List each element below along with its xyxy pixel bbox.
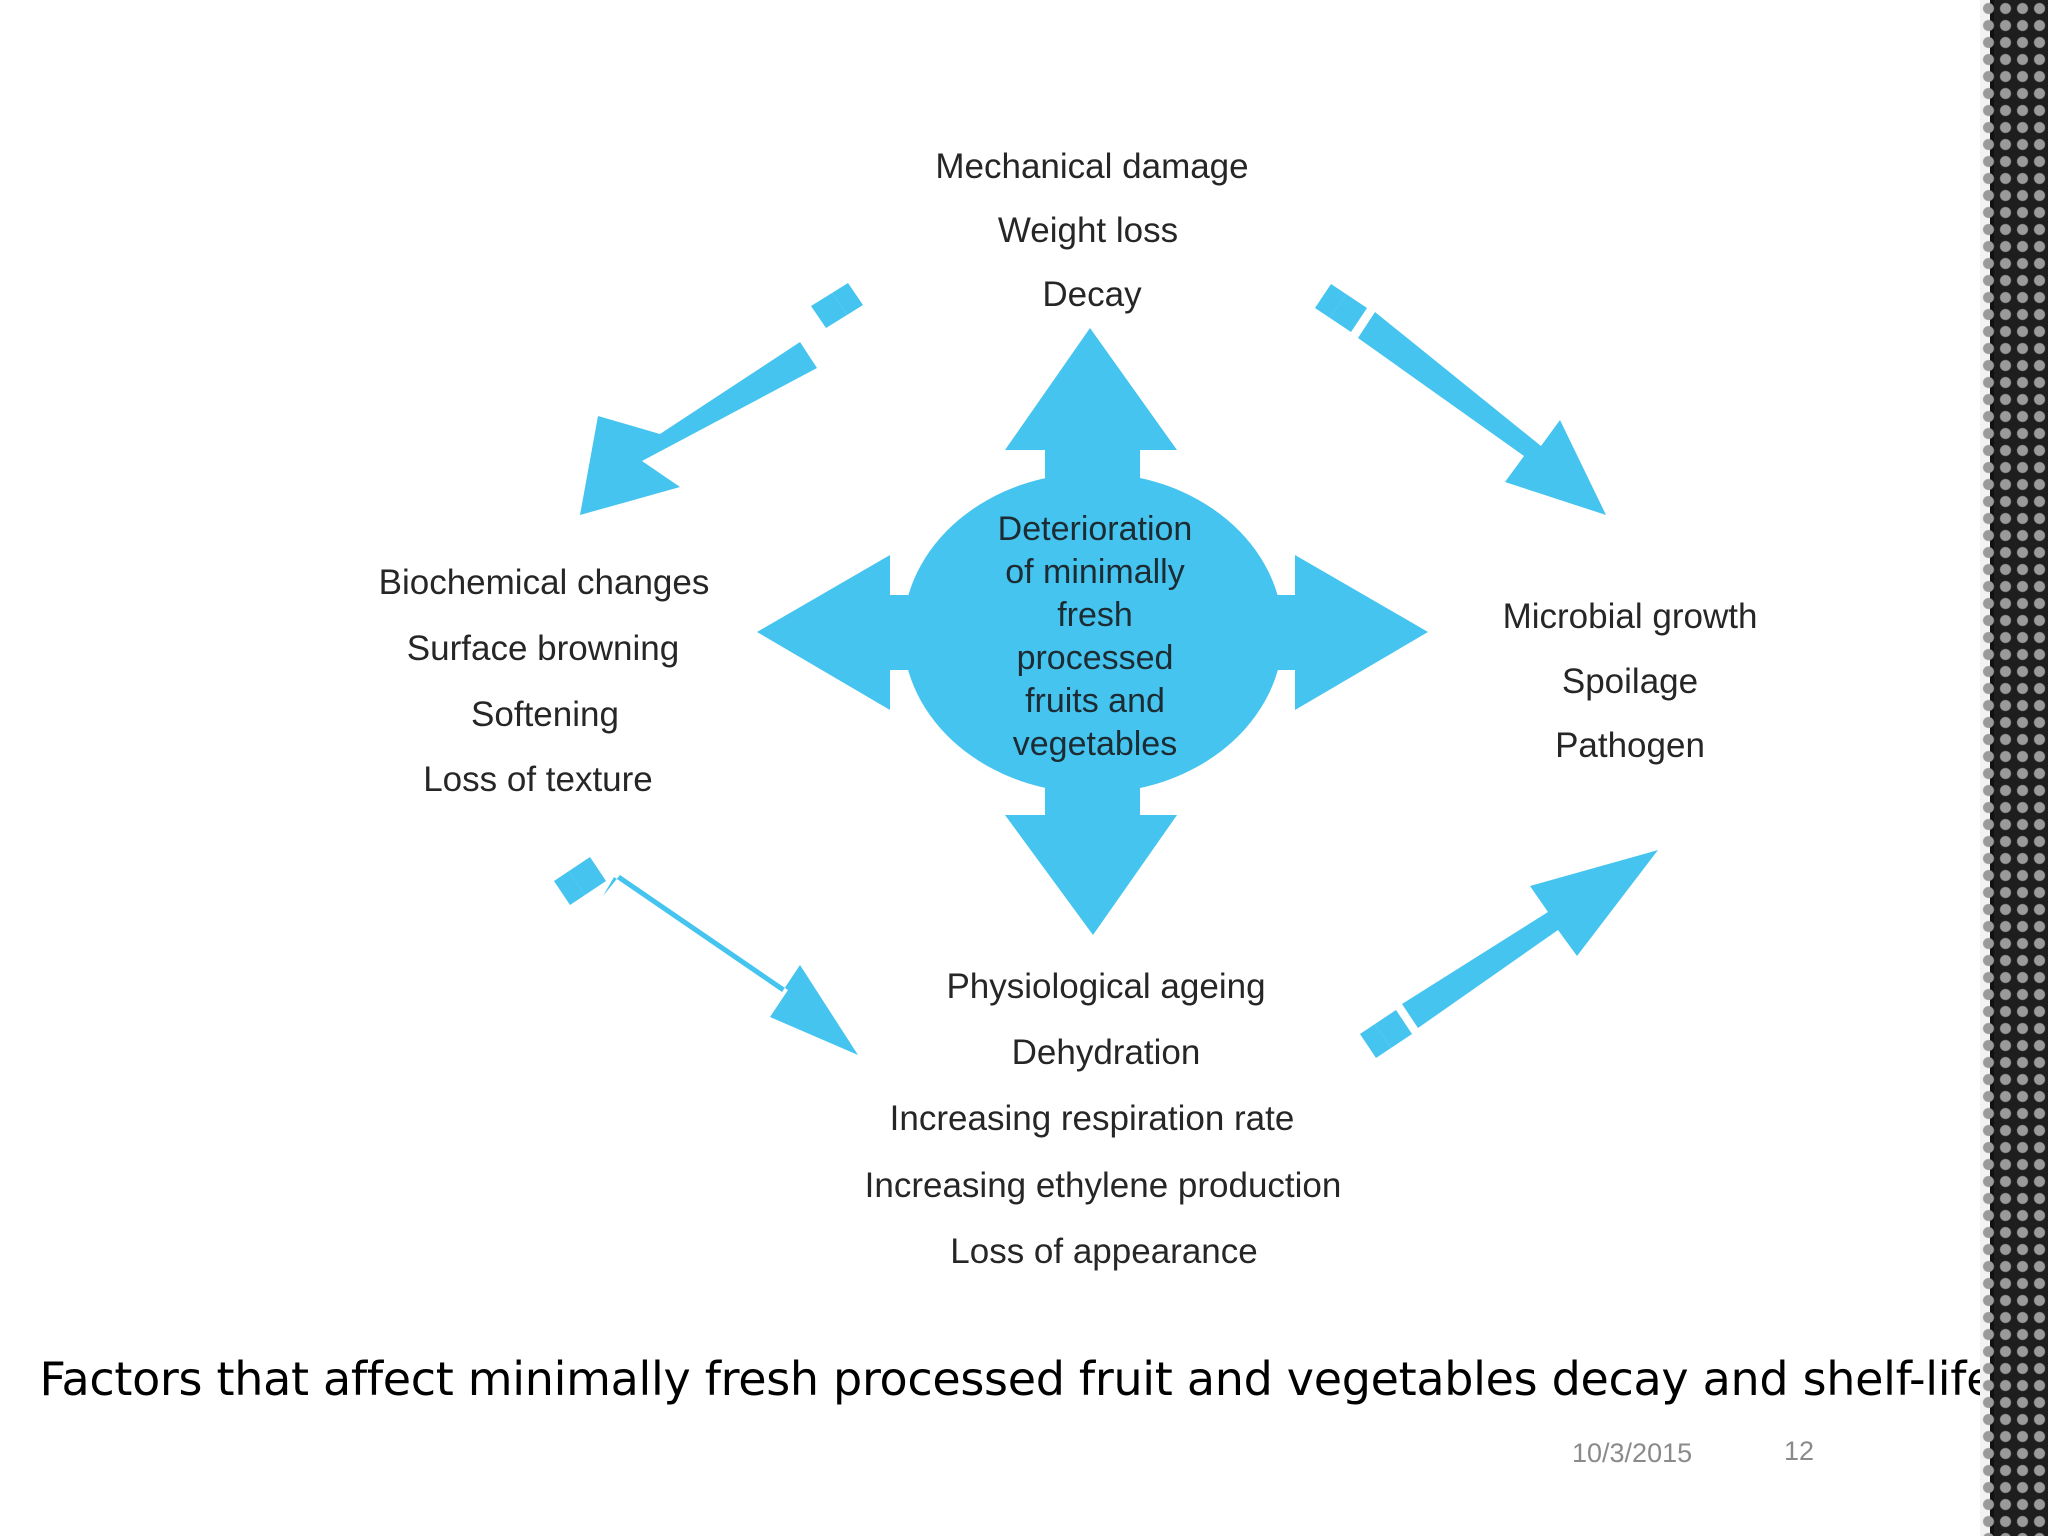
center-line-2: of minimally	[1005, 553, 1184, 591]
left-label-4: Loss of texture	[423, 760, 653, 799]
diagonal-arrow-top-right	[1315, 284, 1606, 515]
top-label-1: Mechanical damage	[935, 147, 1248, 186]
diagonal-arrow-bottom-right	[1360, 850, 1658, 1058]
center-line-5: fruits and	[1025, 682, 1165, 720]
bottom-label-4: Increasing ethylene production	[865, 1166, 1342, 1205]
right-label-3: Pathogen	[1555, 726, 1705, 765]
top-label-3: Decay	[1042, 275, 1142, 314]
center-line-4: processed	[1017, 639, 1174, 677]
arrow-right	[1245, 555, 1428, 710]
bottom-label-1: Physiological ageing	[946, 967, 1265, 1006]
slide-caption: Factors that affect minimally fresh proc…	[39, 1352, 2009, 1406]
top-label-2: Weight loss	[998, 211, 1178, 250]
bottom-label-3: Increasing respiration rate	[890, 1099, 1295, 1138]
left-label-3: Softening	[471, 695, 619, 734]
diagonal-arrow-bottom-left	[554, 857, 858, 1055]
arrow-up	[1005, 328, 1177, 500]
footer-page-number: 12	[1784, 1436, 1815, 1466]
arrow-left	[757, 555, 940, 710]
center-line-6: vegetables	[1013, 725, 1177, 763]
right-label-2: Spoilage	[1562, 662, 1698, 701]
deterioration-diagram: Deterioration of minimally fresh process…	[379, 147, 1758, 1271]
center-line-1: Deterioration	[998, 510, 1193, 548]
left-label-2: Surface browning	[407, 629, 679, 668]
arrow-down	[1005, 760, 1177, 935]
central-hub	[757, 328, 1428, 935]
decorative-side-strip	[1980, 0, 2048, 1536]
left-label-1: Biochemical changes	[379, 563, 710, 602]
bottom-label-5: Loss of appearance	[950, 1232, 1257, 1271]
footer-date: 10/3/2015	[1572, 1438, 1693, 1468]
diagonal-arrow-top-left	[580, 283, 863, 515]
right-label-1: Microbial growth	[1503, 597, 1758, 636]
center-ellipse	[903, 473, 1283, 793]
center-line-3: fresh	[1057, 596, 1133, 634]
bottom-label-2: Dehydration	[1012, 1033, 1201, 1072]
